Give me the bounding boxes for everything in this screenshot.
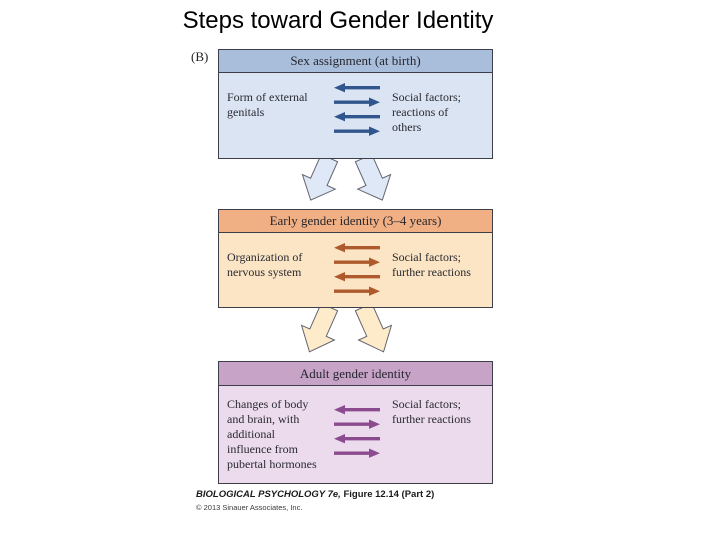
box-adult-gender-identity: Adult gender identity Changes of body an…: [218, 361, 493, 484]
box-right-text: Social factors; reactions of others: [391, 90, 461, 134]
diverging-arrows-icon: [300, 308, 393, 353]
box-body: Changes of body and brain, with addition…: [219, 386, 492, 483]
box-sex-assignment: Sex assignment (at birth) Form of extern…: [218, 49, 493, 159]
box-body: Form of external genitals Social factors…: [219, 73, 492, 158]
box-right-text: Social factors; further reactions: [391, 250, 471, 279]
box-header: Sex assignment (at birth): [219, 50, 492, 73]
figure-diagram: Sex assignment (at birth) Form of extern…: [218, 49, 493, 484]
exchange-arrows-icon: [333, 405, 380, 458]
caption-figure-ref: Figure 12.14 (Part 2): [340, 489, 435, 500]
box-early-gender-identity: Early gender identity (3–4 years) Organi…: [218, 209, 493, 308]
figure-caption: BIOLOGICAL PSYCHOLOGY 7e, Figure 12.14 (…: [196, 489, 434, 512]
exchange-arrows-icon: [333, 83, 380, 136]
box-body: Organization of nervous system Social fa…: [219, 233, 492, 307]
slide-title: Steps toward Gender Identity: [182, 7, 494, 34]
box-left-text: Organization of nervous system: [227, 250, 303, 279]
diverging-arrows-icon: [301, 159, 392, 201]
box-right-text: Social factors; further reactions: [391, 397, 471, 426]
caption-copyright: © 2013 Sinauer Associates, Inc.: [196, 503, 303, 512]
caption-book-title: BIOLOGICAL PSYCHOLOGY 7e,: [196, 489, 341, 500]
box-left-text: Changes of body and brain, with addition…: [227, 397, 317, 471]
caption-source-line: BIOLOGICAL PSYCHOLOGY 7e, Figure 12.14 (…: [196, 489, 434, 500]
box-left-text: Form of external genitals: [227, 90, 308, 119]
panel-label: (B): [191, 49, 209, 64]
box-header: Early gender identity (3–4 years): [219, 210, 492, 233]
box-header: Adult gender identity: [219, 362, 492, 386]
exchange-arrows-icon: [333, 243, 380, 296]
